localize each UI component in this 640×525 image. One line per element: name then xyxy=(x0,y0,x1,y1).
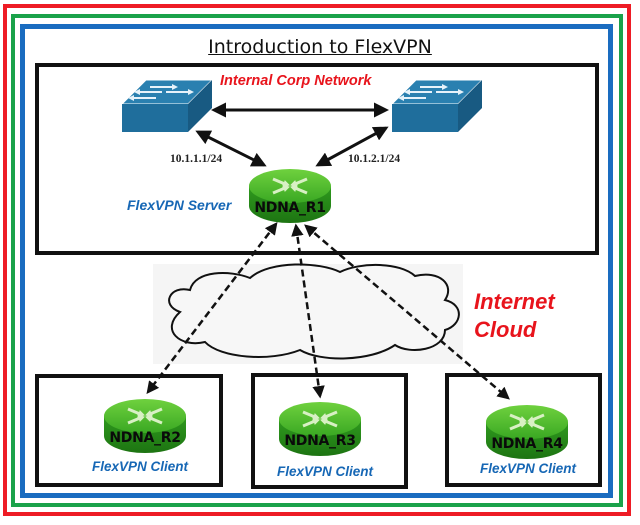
internal-network-label: Internal Corp Network xyxy=(220,73,372,89)
link-switch-left-r1 xyxy=(195,130,267,167)
server-role-label: FlexVPN Server xyxy=(127,197,232,213)
outer-frame-red xyxy=(3,4,631,516)
ip-label-right: 10.1.2.1/24 xyxy=(348,153,401,165)
router-r2-label: NDNA_R2 xyxy=(109,430,181,446)
ip-label-left: 10.1.1.1/24 xyxy=(170,153,223,165)
switch-right-icon xyxy=(391,79,483,133)
client-role-label-r3: FlexVPN Client xyxy=(277,464,374,479)
client-role-label-r2: FlexVPN Client xyxy=(92,459,189,474)
link-switch-right-r1 xyxy=(315,126,389,167)
internet-cloud-label: Internet Cloud xyxy=(474,288,555,344)
router-r4-label: NDNA_R4 xyxy=(491,436,563,452)
diagram-title: Introduction to FlexVPN xyxy=(208,36,432,58)
router-r1-label: NDNA_R1 xyxy=(254,200,326,216)
inner-frame-blue xyxy=(20,24,613,498)
router-r3-label: NDNA_R3 xyxy=(284,433,356,449)
internet-cloud-icon xyxy=(168,263,460,360)
middle-frame-green xyxy=(11,14,623,507)
internet-label-line1: Internet xyxy=(474,289,555,314)
internet-label-line2: Cloud xyxy=(474,317,537,342)
switch-left-icon xyxy=(121,79,213,133)
tunnel-r1-r4 xyxy=(304,224,510,400)
client-role-label-r4: FlexVPN Client xyxy=(480,461,577,476)
tunnel-r1-r2 xyxy=(146,222,278,394)
